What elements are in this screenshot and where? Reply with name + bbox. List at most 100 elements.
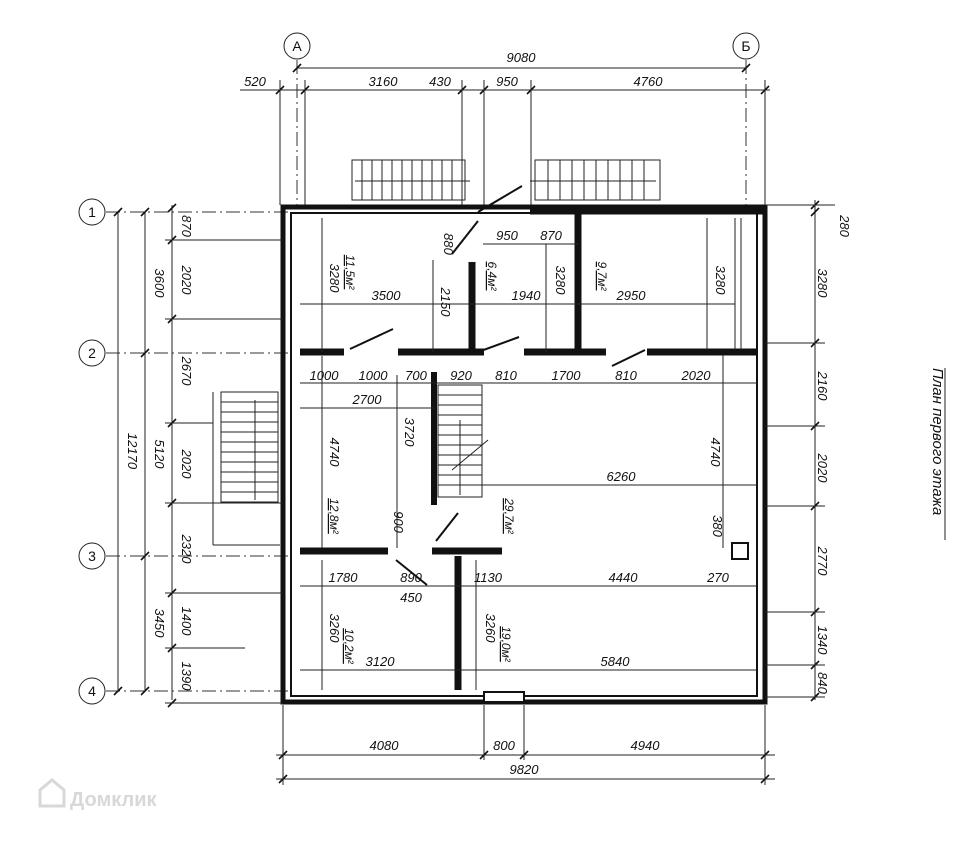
dim-left-3600: 3600 (152, 269, 167, 299)
room-area-3: 9,7м² (595, 262, 609, 292)
dim-1940: 1940 (512, 288, 542, 303)
top-dimensions: 9080 520 3160 430 950 4760 (240, 50, 770, 205)
dim-left-1400: 1400 (179, 607, 194, 637)
dim-270: 270 (706, 570, 729, 585)
dim-1000a: 1000 (310, 368, 340, 383)
right-dimensions: 280 3280 2160 2020 2770 1340 840 (765, 200, 852, 702)
dim-bottom-9820: 9820 (510, 762, 540, 777)
dim-890: 890 (400, 570, 422, 585)
dim-3280b: 3280 (553, 266, 568, 296)
axis-bubble-1: 1 (78, 198, 106, 226)
dim-3120: 3120 (366, 654, 396, 669)
entrance-steps-top (351, 159, 661, 201)
dim-2700: 2700 (352, 392, 383, 407)
axis-bubble-b: Б (732, 32, 760, 60)
dim-4740b: 4740 (708, 438, 723, 468)
room-area-1: 11,5м² (343, 255, 357, 291)
axis-label-b: Б (741, 38, 750, 54)
dim-3280c: 3280 (713, 266, 728, 296)
dim-right-1340: 1340 (815, 626, 830, 656)
axis-label-a: А (292, 38, 302, 54)
dim-1780: 1780 (329, 570, 359, 585)
dim-3720: 3720 (402, 418, 417, 448)
dim-top-4760: 4760 (634, 74, 664, 89)
interior-stair (437, 384, 489, 498)
dim-right-280: 280 (837, 214, 852, 237)
axis-label-3: 3 (88, 548, 96, 564)
dim-left-3450: 3450 (152, 609, 167, 639)
dim-3280a: 3280 (327, 264, 342, 294)
dim-3500: 3500 (372, 288, 402, 303)
house-logo-icon (38, 778, 66, 808)
dim-top-950: 950 (496, 74, 518, 89)
room-area-6: 10,2м² (342, 628, 356, 665)
dim-900: 900 (391, 511, 406, 533)
dim-left-5120: 5120 (152, 440, 167, 470)
dim-810b: 810 (615, 368, 637, 383)
dim-left-12170: 12170 (125, 433, 140, 470)
axis-label-4: 4 (88, 683, 96, 699)
dim-870: 870 (540, 228, 562, 243)
room-area-2: 6,4м² (485, 262, 499, 292)
dim-left-1390: 1390 (179, 662, 194, 692)
dim-top-9080: 9080 (507, 50, 537, 65)
dim-450: 450 (400, 590, 422, 605)
room-area-5: 29,7м² (502, 497, 516, 535)
dim-950: 950 (496, 228, 518, 243)
dim-right-2770: 2770 (815, 546, 830, 577)
dim-right-2160: 2160 (815, 371, 830, 402)
dim-6260: 6260 (607, 469, 637, 484)
interior-dim-lines (300, 218, 757, 690)
dim-right-840: 840 (815, 672, 830, 694)
bottom-dimensions: 4080 800 4940 9820 (276, 705, 775, 785)
dim-2020: 2020 (681, 368, 712, 383)
dim-top-430: 430 (429, 74, 451, 89)
dim-4440: 4440 (609, 570, 639, 585)
dim-3260a: 3260 (327, 614, 342, 644)
dim-4740a: 4740 (327, 438, 342, 468)
room-areas: 11,5м² 6,4м² 9,7м² 12,8м² 29,7м² 10,2м² … (327, 255, 609, 665)
dim-1000b: 1000 (359, 368, 389, 383)
dim-left-2670: 2670 (179, 356, 194, 387)
dim-left-870: 870 (179, 215, 194, 237)
dim-380: 380 (710, 515, 725, 537)
interior-dim-texts: 880 950 870 3280 3280 3280 2150 3500 194… (310, 228, 730, 669)
dim-right-2020: 2020 (815, 453, 830, 484)
axis-bubble-a: А (283, 32, 311, 60)
left-dimensions: 12170 3600 5120 3450 870 2020 2670 2020 … (113, 203, 283, 708)
dim-3260b: 3260 (483, 614, 498, 644)
dim-left-2020b: 2020 (179, 449, 194, 480)
dim-2150: 2150 (438, 287, 453, 318)
exterior-stair-left (212, 391, 280, 546)
walls (280, 185, 768, 705)
dim-2950: 2950 (616, 288, 647, 303)
watermark: Домклик (38, 778, 157, 811)
axis-label-2: 2 (88, 345, 96, 361)
dim-left-2020a: 2020 (179, 265, 194, 296)
dim-1130: 1130 (474, 570, 503, 585)
dim-left-2320: 2320 (179, 534, 194, 565)
dim-810a: 810 (495, 368, 517, 383)
dim-top-520: 520 (244, 74, 266, 89)
dim-1700: 1700 (552, 368, 582, 383)
dim-right-3280: 3280 (815, 269, 830, 299)
dim-top-3160: 3160 (369, 74, 399, 89)
dim-700: 700 (405, 368, 427, 383)
axis-bubble-2: 2 (78, 339, 106, 367)
axis-bubble-4: 4 (78, 677, 106, 705)
dim-920: 920 (450, 368, 472, 383)
dim-5840: 5840 (601, 654, 631, 669)
dim-bottom-4940: 4940 (631, 738, 661, 753)
axis-bubble-3: 3 (78, 542, 106, 570)
axis-label-1: 1 (88, 204, 96, 220)
dim-880: 880 (441, 233, 456, 255)
drawing-title: План первого этажа (929, 368, 946, 540)
watermark-text: Домклик (70, 789, 157, 811)
axis-grid (106, 60, 747, 692)
dim-bottom-4080: 4080 (370, 738, 400, 753)
room-area-4: 12,8м² (327, 498, 341, 535)
room-area-7: 19,0м² (499, 626, 513, 663)
sheet-title: План первого этажа (929, 368, 946, 515)
